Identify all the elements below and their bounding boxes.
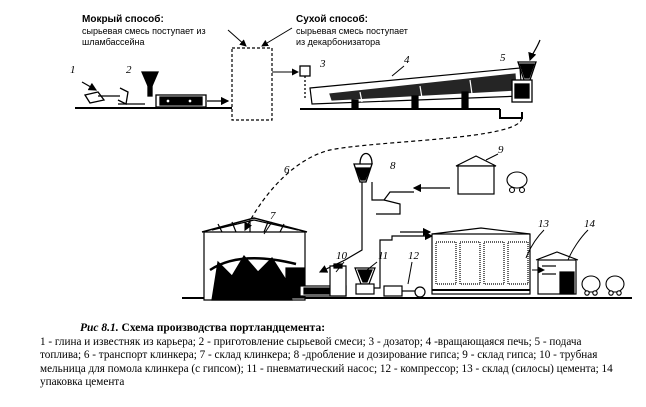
- wet-method-line1: сырьевая смесь поступает из: [82, 26, 206, 36]
- cement-silos: [431, 227, 531, 295]
- gypsum-store-connector: [376, 199, 401, 215]
- dry-method-line2: из декарбонизатора: [296, 37, 381, 47]
- callout-12: 12: [408, 250, 419, 262]
- callout-4: 4: [404, 54, 410, 66]
- arrow-5-fuel: [528, 39, 541, 62]
- callout-10: 10: [336, 250, 347, 262]
- callout-5: 5: [500, 52, 506, 64]
- raw-mix-preparation: [141, 71, 207, 108]
- gypsum-store: [455, 155, 497, 195]
- wet-method-title: Мокрый способ:: [82, 14, 164, 25]
- arrow-13: [525, 229, 545, 259]
- arrow-14: [567, 229, 589, 261]
- tube-mill: [299, 263, 347, 297]
- dosing-unit: [299, 65, 311, 100]
- cement-packing: [535, 251, 579, 295]
- clinker-warehouse: [201, 217, 308, 301]
- callout-11: 11: [378, 250, 389, 262]
- dry-method-title: Сухой способ:: [296, 14, 369, 25]
- legend-line-3: мельница для помола клинкера (с гипсом);…: [40, 362, 613, 375]
- figure-caption: Рис 8.1. Схема производства портландцеме…: [40, 322, 640, 390]
- arrow-10: [335, 261, 345, 273]
- caption-title-line: Рис 8.1. Схема производства портландцеме…: [40, 322, 640, 336]
- wagon-gypsum: [506, 171, 528, 194]
- callout-3: 3: [320, 58, 326, 70]
- wagon-cement-1: [581, 275, 601, 296]
- callout-2: 2: [126, 64, 132, 76]
- arrow-4: [391, 65, 405, 77]
- arrow-9: [485, 153, 499, 161]
- compressor: [383, 285, 426, 298]
- callout-8: 8: [390, 160, 396, 172]
- arrow-wet-in: [227, 29, 247, 47]
- callout-9: 9: [498, 144, 504, 156]
- figure-number: Рис 8.1.: [80, 322, 119, 334]
- arrow-11: [366, 261, 378, 271]
- rotary-kiln: [309, 67, 523, 110]
- fuel-supply: [511, 61, 537, 103]
- gypsum-dosing-line: [371, 182, 414, 201]
- slurry-decarbonizer-box: [231, 47, 273, 121]
- pneumatic-pump: [354, 267, 376, 295]
- callout-1: 1: [70, 64, 76, 76]
- legend-line-1: 1 - глина и известняк из карьера; 2 - пр…: [40, 335, 582, 348]
- clay-limestone-feeder: [83, 87, 145, 105]
- callout-6: 6: [284, 164, 290, 176]
- legend-line-2: топлива; 6 - транспорт клинкера; 7 - скл…: [40, 349, 598, 362]
- callout-14: 14: [584, 218, 595, 230]
- clinker-transport: [244, 117, 523, 232]
- figure-title: Схема производства портландцемента:: [121, 322, 326, 334]
- arrow-dry-in: [261, 27, 293, 47]
- callout-13: 13: [538, 218, 549, 230]
- wet-method-line2: шламбассейна: [82, 37, 145, 47]
- cement-transport-line: [374, 231, 434, 289]
- arrow-7: [263, 221, 273, 235]
- legend-line-4: упаковка цемента: [40, 376, 125, 389]
- wagon-cement-2: [605, 275, 625, 296]
- callout-7: 7: [270, 210, 276, 222]
- arrow-12: [407, 261, 413, 285]
- dry-method-line1: сырьевая смесь поступает: [296, 26, 408, 36]
- arrow-1-input: [81, 81, 98, 91]
- gypsum-crushing: [353, 152, 373, 230]
